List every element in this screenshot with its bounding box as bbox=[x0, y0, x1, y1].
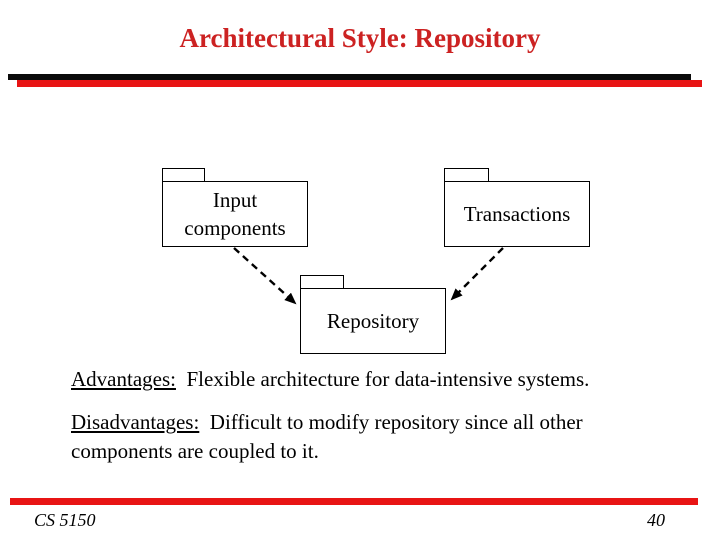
page-title: Architectural Style: Repository bbox=[179, 23, 541, 53]
folder-input-components: Input components bbox=[162, 181, 308, 247]
header-rule-red bbox=[17, 80, 702, 87]
body-text: Advantages: Flexible architecture for da… bbox=[71, 365, 699, 480]
disadvantages-text-line2: components are coupled to it. bbox=[71, 439, 319, 463]
folder-transactions-label: Transactions bbox=[463, 202, 571, 226]
disadvantages-label: Disadvantages: bbox=[71, 410, 200, 434]
arrow-transactions-to-repository bbox=[450, 247, 504, 301]
arrow-input-to-repository bbox=[233, 247, 297, 305]
folder-tab-transactions bbox=[444, 168, 489, 182]
folder-tab-input bbox=[162, 168, 205, 182]
advantages-label: Advantages: bbox=[71, 367, 176, 391]
advantages-text: Flexible architecture for data-intensive… bbox=[175, 367, 590, 391]
folder-input-label-line2: components bbox=[184, 216, 286, 240]
disadvantages-text-line1: Difficult to modify repository since all… bbox=[199, 410, 583, 434]
folder-input-label-line1: Input bbox=[212, 188, 258, 212]
folder-repository: Repository bbox=[300, 288, 446, 354]
page-number: 40 bbox=[647, 510, 665, 530]
footer-rule bbox=[10, 498, 698, 505]
folder-transactions: Transactions bbox=[444, 181, 590, 247]
disadvantages-paragraph: Disadvantages: Difficult to modify repos… bbox=[71, 408, 699, 466]
folder-tab-repository bbox=[300, 275, 344, 289]
advantages-paragraph: Advantages: Flexible architecture for da… bbox=[71, 365, 699, 394]
folder-repository-label: Repository bbox=[326, 309, 420, 333]
footer-course-label: CS 5150 bbox=[34, 510, 96, 530]
header-rule-black bbox=[8, 74, 691, 80]
